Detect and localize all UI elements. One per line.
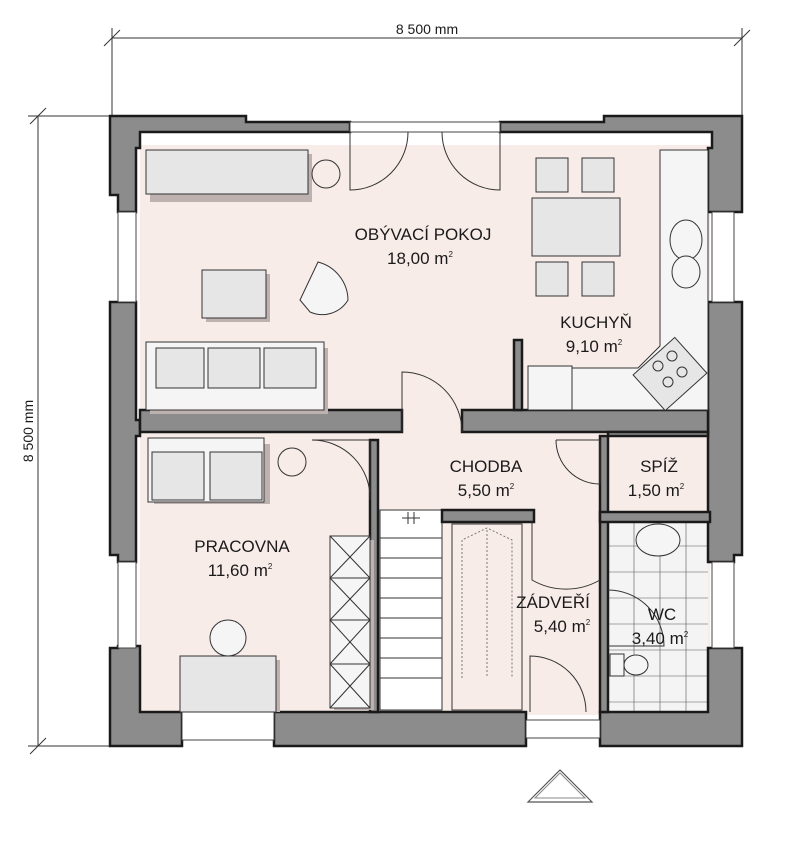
room-area-spiz: 1,50 m2	[628, 481, 685, 500]
room-name-obyvaci: OBÝVACÍ POKOJ	[355, 225, 492, 244]
room-area-kuchyn: 9,10 m2	[566, 337, 623, 356]
kitchen-furniture	[527, 149, 709, 412]
staircase	[379, 509, 443, 711]
room-area-obyvaci: 18,00 m2	[387, 249, 453, 268]
room-area-pracovna: 11,60 m2	[208, 561, 273, 580]
room-name-pracovna: PRACOVNA	[194, 537, 290, 556]
north-arrow-icon	[526, 769, 594, 803]
room-area-chodba: 5,50 m2	[458, 481, 515, 500]
doors	[311, 131, 665, 713]
room-name-wc: WC	[648, 605, 676, 624]
living-room-furniture	[145, 149, 349, 414]
room-name-spiz: SPÍŽ	[640, 457, 678, 476]
room-area-zadveri: 5,40 m2	[534, 617, 591, 636]
room-name-kuchyn: KUCHYŇ	[560, 313, 632, 332]
windows	[117, 121, 735, 741]
stair-cutout-zadveri	[451, 523, 523, 711]
dimension-lines	[28, 28, 751, 755]
room-area-wc: 3,40 m2	[632, 629, 689, 648]
room-name-zadveri: ZÁDVEŘÍ	[516, 593, 590, 612]
study-furniture	[147, 437, 374, 713]
room-name-chodba: CHODBA	[450, 457, 523, 476]
width-dimension: 8 500 mm	[396, 21, 458, 37]
wc-fixtures	[609, 523, 681, 677]
height-dimension: 8 500 mm	[20, 400, 36, 462]
